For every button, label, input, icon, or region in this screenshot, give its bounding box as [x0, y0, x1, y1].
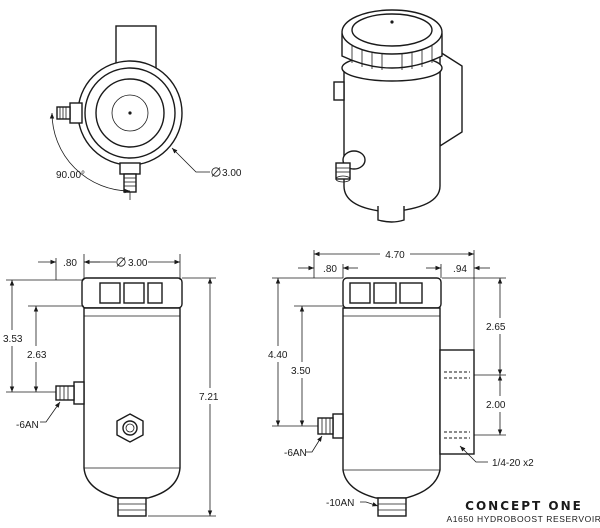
- iso-side-fitting: [335, 150, 366, 183]
- side-view: 4.70 .80 .94 4.40 3.50 2.65 2.00 -6AN 1/…: [268, 247, 534, 517]
- iso-body: [343, 69, 441, 213]
- side-side-fitting: [317, 413, 344, 439]
- side-total-width-label: 4.70: [385, 250, 405, 261]
- iso-outlet: [377, 206, 405, 223]
- top-view-center-dot: [128, 111, 132, 115]
- side-left-offset-label: .80: [323, 264, 337, 275]
- front-side-fitting: [55, 381, 85, 405]
- part-name: A1650 HYDROBOOST RESERVOIR: [446, 514, 600, 524]
- front-view: .80 3.00 3.53 2.63 7.21 -6AN: [2, 254, 222, 517]
- side-bolt-label: 1/4-20 x2: [492, 458, 534, 469]
- front-cap-grip-right: [147, 282, 163, 304]
- front-body: [83, 307, 181, 499]
- side-height-inner-label: 3.50: [291, 366, 311, 377]
- iso-view: [333, 9, 463, 223]
- side-body: [342, 307, 441, 499]
- side-fitting-label: -6AN: [284, 448, 307, 459]
- side-bracket-spacing-label: 2.00: [486, 400, 506, 411]
- top-view: 90.00° 3.00: [49, 25, 242, 200]
- side-cap-grip-left: [349, 282, 371, 304]
- front-total-height-label: 7.21: [199, 392, 219, 403]
- side-cap-grip-right: [399, 282, 423, 304]
- iso-cap-top: [341, 9, 443, 55]
- angle-dimension-label: 90.00°: [56, 170, 85, 181]
- brand-name: CONCEPT ONE: [465, 499, 583, 513]
- front-diameter-label: 3.00: [128, 258, 148, 269]
- side-bracket: [439, 349, 475, 455]
- front-height-inner-label: 2.63: [27, 350, 47, 361]
- front-offset-label: .80: [63, 258, 77, 269]
- side-cap-grip-mid: [373, 282, 397, 304]
- top-diameter-label: 3.00: [222, 168, 242, 179]
- front-fitting-label: -6AN: [16, 420, 39, 431]
- top-view-left-fitting: [56, 102, 83, 124]
- angle-dimension-arc: [49, 112, 131, 194]
- side-bracket-top-label: 2.65: [486, 322, 506, 333]
- front-cap-grip-mid: [123, 282, 145, 304]
- front-outlet: [117, 497, 147, 517]
- side-outlet: [377, 497, 407, 517]
- top-view-bottom-fitting: [119, 162, 141, 193]
- iso-bracket: [439, 50, 463, 148]
- title-block: CONCEPT ONE A1650 HYDROBOOST RESERVOIR: [446, 499, 600, 524]
- front-height-outer-label: 3.53: [3, 334, 23, 345]
- side-right-offset-label: .94: [453, 264, 467, 275]
- iso-cap-inner: [351, 13, 433, 47]
- front-center-port: [116, 413, 144, 443]
- side-outlet-label: -10AN: [326, 498, 354, 509]
- side-height-outer-label: 4.40: [268, 350, 288, 361]
- iso-rear-fitting: [333, 81, 345, 101]
- top-diameter-leader: [171, 147, 210, 173]
- front-cap-grip-left: [99, 282, 121, 304]
